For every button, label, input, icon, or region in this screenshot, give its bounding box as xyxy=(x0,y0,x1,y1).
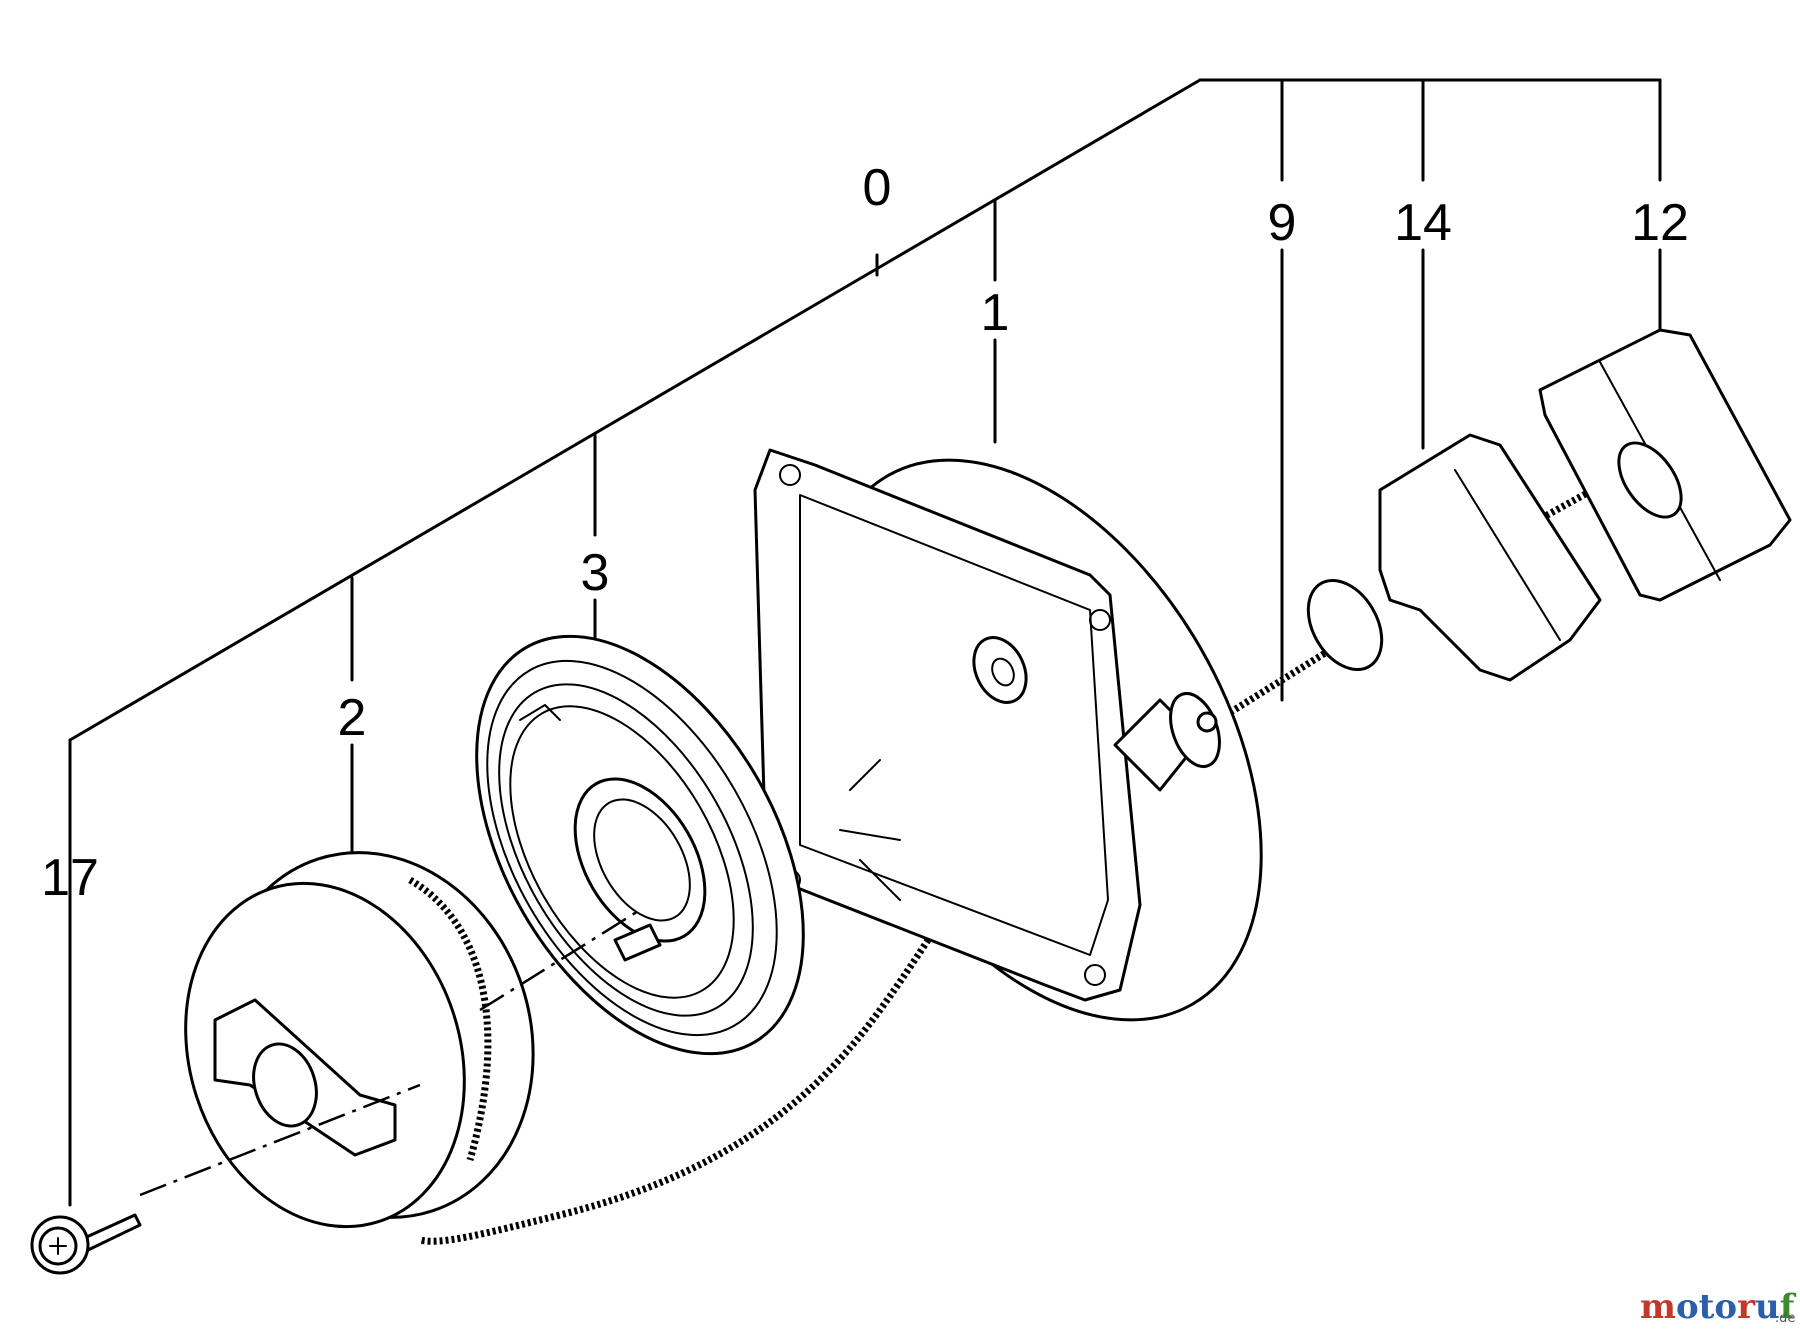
wm-o1: o xyxy=(1676,1287,1699,1327)
spring-coil-3 xyxy=(509,705,735,999)
handle-knot xyxy=(1617,441,1683,519)
handle-grip-seam xyxy=(1454,469,1561,641)
spring-hook xyxy=(613,923,662,962)
wm-r: r xyxy=(1737,1287,1756,1327)
screw-cross-slot xyxy=(49,1237,67,1255)
screw-axis-line xyxy=(139,1083,421,1197)
watermark-brand: motoruf xyxy=(1640,1287,1797,1327)
label-12: 12 xyxy=(1631,194,1689,252)
spring-coil-1 xyxy=(486,659,778,1037)
diagonal-bracket-line xyxy=(68,78,1202,742)
pulley-axis-line xyxy=(479,908,641,1012)
wm-o2: o xyxy=(1714,1287,1737,1327)
label-14: 14 xyxy=(1394,194,1452,252)
housing-hole-tr xyxy=(1089,609,1111,631)
housing-boss xyxy=(972,636,1028,704)
housing-hole-tl xyxy=(779,464,801,486)
wm-m: m xyxy=(1640,1287,1676,1327)
label-1: 1 xyxy=(981,284,1010,342)
wm-t: t xyxy=(1699,1287,1715,1327)
rope-bushing-hole xyxy=(1196,711,1218,733)
housing-boss-hole xyxy=(991,657,1015,687)
label-17: 17 xyxy=(41,849,99,907)
housing-flange-inner xyxy=(799,494,1109,956)
handle-stem xyxy=(1306,578,1384,672)
pulley-center-bore xyxy=(252,1042,318,1128)
starter-housing xyxy=(753,448,1263,1022)
part-labels: 0 1 3 2 17 9 14 12 xyxy=(41,159,1689,907)
handle-grip-body xyxy=(1378,433,1602,682)
housing-ribs xyxy=(839,759,901,901)
label-0: 0 xyxy=(863,159,892,217)
pulley-rope-winding xyxy=(408,876,492,1161)
wm-f: f xyxy=(1780,1287,1797,1327)
screw xyxy=(30,908,641,1275)
housing-hole-br xyxy=(1084,964,1106,986)
watermark-logo: motoruf .de xyxy=(1640,1287,1797,1327)
starter-handle-grip xyxy=(1306,433,1602,682)
wm-u: u xyxy=(1755,1287,1780,1327)
rope-pulley xyxy=(184,851,535,1229)
starter-handle-cover xyxy=(1538,328,1792,602)
spring-outer-tab xyxy=(519,704,561,721)
label-9: 9 xyxy=(1268,194,1297,252)
spring-hub-inner xyxy=(593,798,691,922)
spring-hub xyxy=(573,777,707,943)
watermark-suffix: .de xyxy=(1775,1311,1795,1326)
spring-coil-2 xyxy=(498,683,754,1017)
recoil-spring xyxy=(475,634,805,1056)
label-3: 3 xyxy=(581,544,610,602)
label-2: 2 xyxy=(338,689,367,747)
leader-lines xyxy=(68,78,1662,1207)
